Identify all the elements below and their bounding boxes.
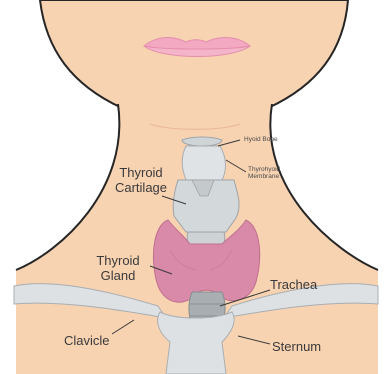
label-thyroid-cartilage: Thyroid Cartilage bbox=[110, 166, 172, 195]
thyrohyoid-membrane bbox=[182, 146, 225, 180]
skin-silhouette bbox=[40, 0, 348, 123]
label-trachea: Trachea bbox=[270, 278, 317, 293]
label-clavicle: Clavicle bbox=[64, 334, 110, 349]
hyoid-bone bbox=[182, 137, 222, 146]
label-thyrohyoid-membrane: Thyrohyoid Membrane bbox=[248, 166, 280, 181]
label-thyroid-gland: Thyroid Gland bbox=[90, 254, 146, 283]
label-sternum: Sternum bbox=[272, 340, 321, 355]
label-hyoid-bone: Hyoid Bone bbox=[244, 136, 278, 143]
